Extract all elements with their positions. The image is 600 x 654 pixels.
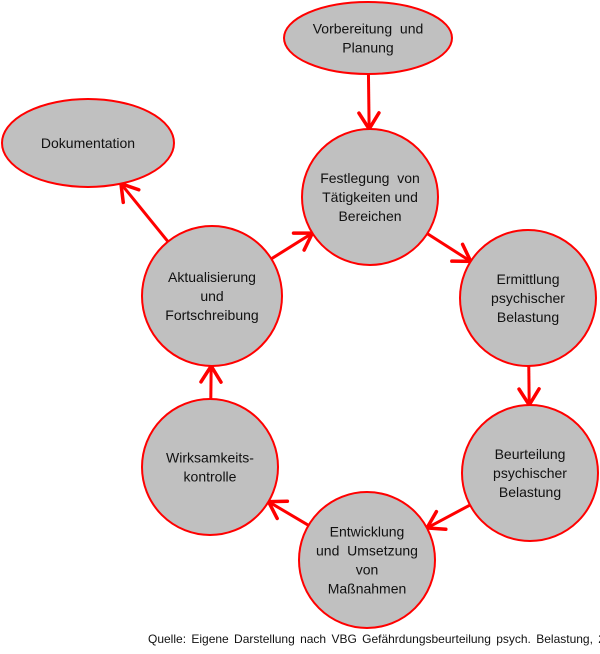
source-caption: Quelle: Eigene Darstellung nach VBG Gefä… <box>148 632 600 646</box>
node-label-line: Wirksamkeits- <box>166 450 254 466</box>
step-circle <box>141 225 283 367</box>
node-label-line: Entwicklung <box>330 524 405 540</box>
node-label-line: Aktualisierung <box>168 269 256 285</box>
node-label-line: Dokumentation <box>41 135 135 151</box>
nodes-layer: Vorbereitung undPlanungDokumentationFest… <box>1 1 599 629</box>
node-label-line: kontrolle <box>184 469 237 485</box>
node-label-line: Tätigkeiten und <box>322 189 418 205</box>
node-label-line: und <box>200 288 223 304</box>
arrow-vorbereitung-to-festlegung <box>357 73 381 133</box>
step-circle <box>461 404 599 542</box>
node-label-line: psychischer <box>491 290 565 306</box>
node-label-line: Planung <box>342 40 393 56</box>
node-label-line: Bereichen <box>338 208 401 224</box>
arrow-festlegung-to-ermittlung <box>426 232 474 264</box>
node-dokumentation: Dokumentation <box>1 98 175 188</box>
node-label-line: und Umsetzung <box>316 543 418 559</box>
node-label-line: Belastung <box>497 309 559 325</box>
arrow-aktualisierung-to-dokumentation <box>118 181 170 243</box>
node-label-line: psychischer <box>493 465 567 481</box>
step-circle <box>301 128 439 266</box>
arrow-beurteilung-to-entwicklung <box>424 503 471 532</box>
arrow-shaft <box>366 73 371 128</box>
node-label-line: Fortschreibung <box>165 307 258 323</box>
arrow-entwicklung-to-wirksamkeit <box>265 499 310 527</box>
node-label-line: Belastung <box>499 484 561 500</box>
node-label-line: Vorbereitung und <box>313 21 424 37</box>
arrow-shaft <box>270 232 312 261</box>
arrow-shaft <box>269 501 310 527</box>
arrow-wirksamkeit-to-aktualisierung <box>199 362 223 400</box>
node-wirksamkeit: Wirksamkeits-kontrolle <box>141 398 279 536</box>
step-circle <box>298 491 436 629</box>
node-label-line: Ermittlung <box>496 271 559 287</box>
step-ellipse <box>1 98 175 188</box>
arrow-ermittlung-to-beurteilung <box>517 365 541 409</box>
step-circle <box>459 229 597 367</box>
step-ellipse <box>283 1 453 75</box>
arrow-shaft <box>121 184 170 243</box>
step-circle <box>141 398 279 536</box>
node-label-line: von <box>356 562 379 578</box>
arrow-shaft <box>428 503 471 529</box>
arrow-shaft <box>426 232 470 262</box>
node-label-line: Maßnahmen <box>328 581 407 597</box>
arrow-aktualisierung-to-festlegung <box>270 231 316 261</box>
node-label-line: Beurteilung <box>495 446 566 462</box>
node-label-line: Festlegung von <box>320 170 420 186</box>
